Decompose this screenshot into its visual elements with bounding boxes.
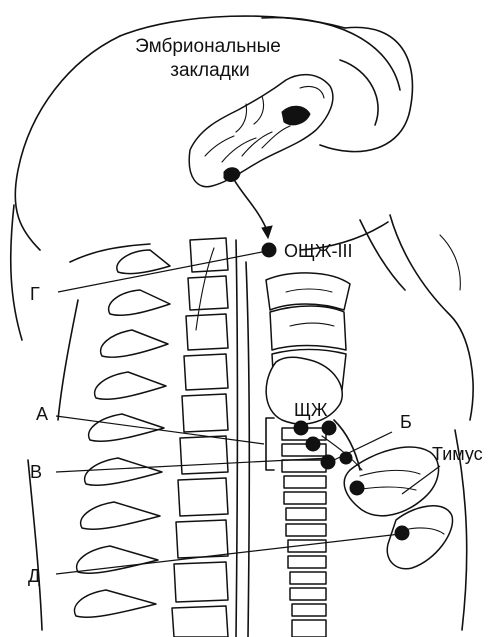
label-schzh: ЩЖ	[294, 400, 328, 420]
label-oschzh: ОЩЖ-III	[284, 241, 353, 261]
thyroid-bracket	[266, 418, 274, 470]
parathyroid-dot-7	[395, 526, 409, 540]
parathyroid-dot-6	[350, 481, 364, 495]
label-d: Д	[28, 566, 40, 586]
leader-a	[56, 416, 264, 444]
label-embryo-subtitle: закладки	[170, 60, 249, 81]
label-embryo-title: Эмбриональные	[135, 36, 281, 57]
embryonic-pouches	[189, 75, 333, 187]
label-v: В	[30, 462, 42, 482]
parathyroid-oschzh-dot	[262, 243, 276, 257]
larynx-trachea	[266, 273, 350, 637]
label-b: Б	[400, 412, 412, 432]
parathyroid-dot-2	[306, 437, 320, 451]
parathyroid-dot-3	[322, 421, 336, 435]
thymus	[344, 447, 452, 569]
parathyroid-dot-1	[294, 421, 308, 435]
parathyroid-dot-4	[321, 455, 335, 469]
label-thymus: Тимус	[432, 444, 483, 464]
migration-arrow	[232, 176, 272, 238]
label-g: Г	[30, 284, 40, 304]
label-a: А	[36, 404, 48, 424]
